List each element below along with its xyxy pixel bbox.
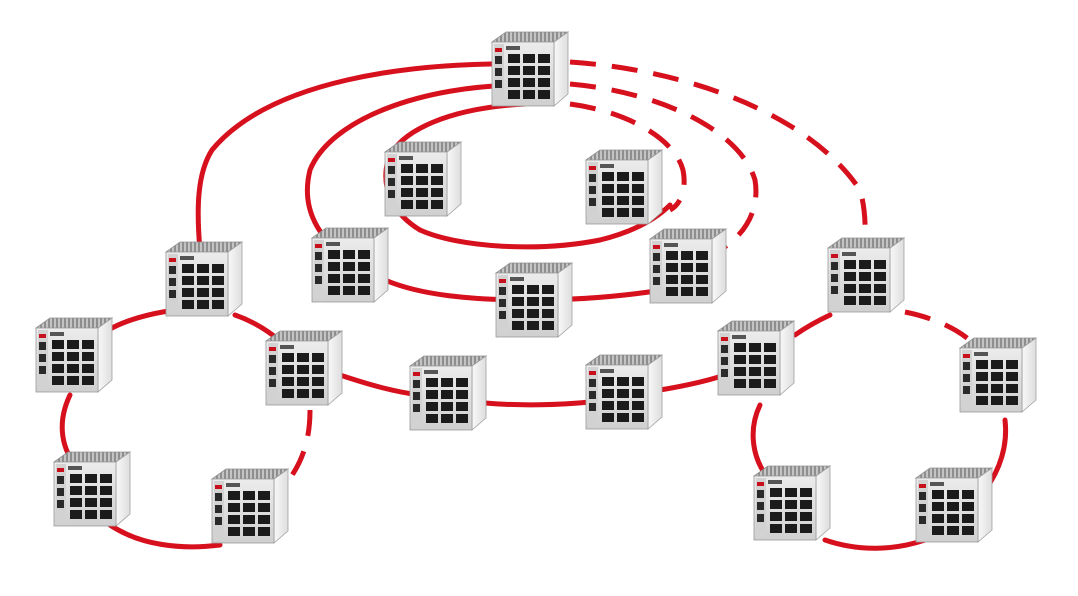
switch-icon (384, 141, 462, 217)
middle-ring-backup-link (569, 81, 759, 253)
switch-icon (409, 355, 487, 431)
outer-ring-solid-link (195, 61, 528, 253)
left-ring-backup-link (283, 409, 313, 487)
switch-icon (827, 237, 905, 313)
bridge-link-right (657, 372, 728, 393)
switch-nodes (35, 31, 1037, 544)
left-ring-link-bottom (107, 522, 223, 550)
switch-icon (717, 320, 795, 396)
switch-icon (311, 227, 389, 303)
switch-icon (265, 330, 343, 406)
switch-icon (753, 465, 831, 541)
bridge-link-left (337, 372, 423, 398)
switch-icon (585, 354, 663, 430)
right-ring-link-top (792, 312, 833, 338)
right-ring-link-bottom (822, 537, 928, 551)
outer-ring-backup-link (569, 59, 868, 256)
switch-icon (649, 228, 727, 304)
switch-icon (495, 262, 573, 338)
switch-icon (53, 451, 131, 527)
switch-icon (211, 468, 289, 544)
switch-icon (959, 337, 1037, 413)
right-ring-backup-link (904, 309, 977, 347)
switch-icon (35, 317, 113, 393)
bridge-link-middle (482, 399, 593, 408)
switch-icon (491, 31, 569, 107)
switch-icon (585, 149, 663, 225)
switch-icon (915, 467, 993, 543)
switch-icon (165, 241, 243, 317)
